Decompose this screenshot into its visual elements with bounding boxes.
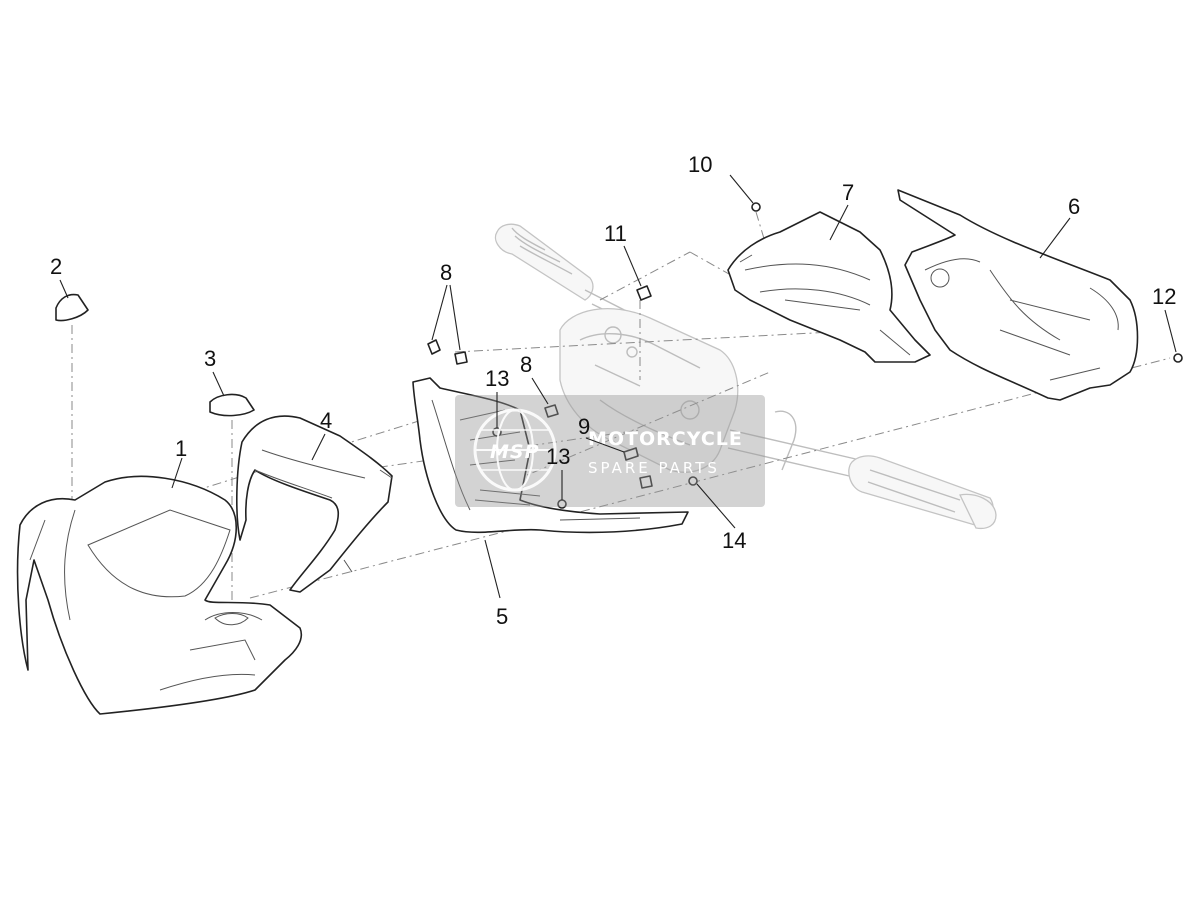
callout-4: 4	[320, 408, 332, 433]
callout-8-b: 8	[520, 352, 532, 377]
part-8-clip-d	[639, 475, 653, 489]
part-4-inner-frame	[236, 415, 393, 593]
watermark: MSP MOTORCYCLE SPARE PARTS	[455, 395, 765, 507]
watermark-logo-text: MSP	[490, 441, 540, 463]
part-7-instrument-cover	[727, 211, 931, 363]
callout-10: 10	[688, 152, 712, 177]
callout-14: 14	[722, 528, 746, 553]
callout-6: 6	[1068, 194, 1080, 219]
callout-3: 3	[204, 346, 216, 371]
part-12-screw	[1173, 353, 1183, 363]
part-1-front-cover	[16, 475, 303, 715]
part-8-clip-c	[544, 404, 559, 418]
callout-12: 12	[1152, 284, 1176, 309]
part-10-screw	[751, 202, 761, 212]
watermark-line-2: SPARE PARTS	[588, 459, 720, 477]
part-6-rear-cover	[897, 189, 1139, 401]
part-11-nut	[636, 285, 652, 301]
watermark-globe-icon	[473, 408, 557, 492]
part-2-cap	[55, 293, 89, 322]
part-14-screw	[688, 476, 698, 486]
handlebar-ghost	[494, 223, 997, 530]
callout-1: 1	[175, 436, 187, 461]
callout-2: 2	[50, 254, 62, 279]
callout-11: 11	[604, 221, 627, 246]
watermark-line-1: MOTORCYCLE	[588, 428, 743, 450]
callout-5: 5	[496, 604, 508, 629]
part-8-clip-a	[427, 339, 441, 355]
part-3-cap	[209, 393, 255, 417]
part-8-clip-b	[454, 351, 468, 365]
callout-7: 7	[842, 180, 854, 205]
fasteners	[427, 202, 1183, 509]
callouts: 1 2 3 4 5 6 7 8 8 9 10 11 12 13 13 14	[50, 152, 1176, 629]
part-9-screw	[623, 447, 639, 461]
watermark-band	[455, 395, 765, 507]
leader-lines	[59, 174, 1177, 599]
callout-9: 9	[578, 414, 590, 439]
callout-8-a: 8	[440, 260, 452, 285]
callout-13-b: 13	[546, 444, 570, 469]
callout-13-a: 13	[485, 366, 509, 391]
